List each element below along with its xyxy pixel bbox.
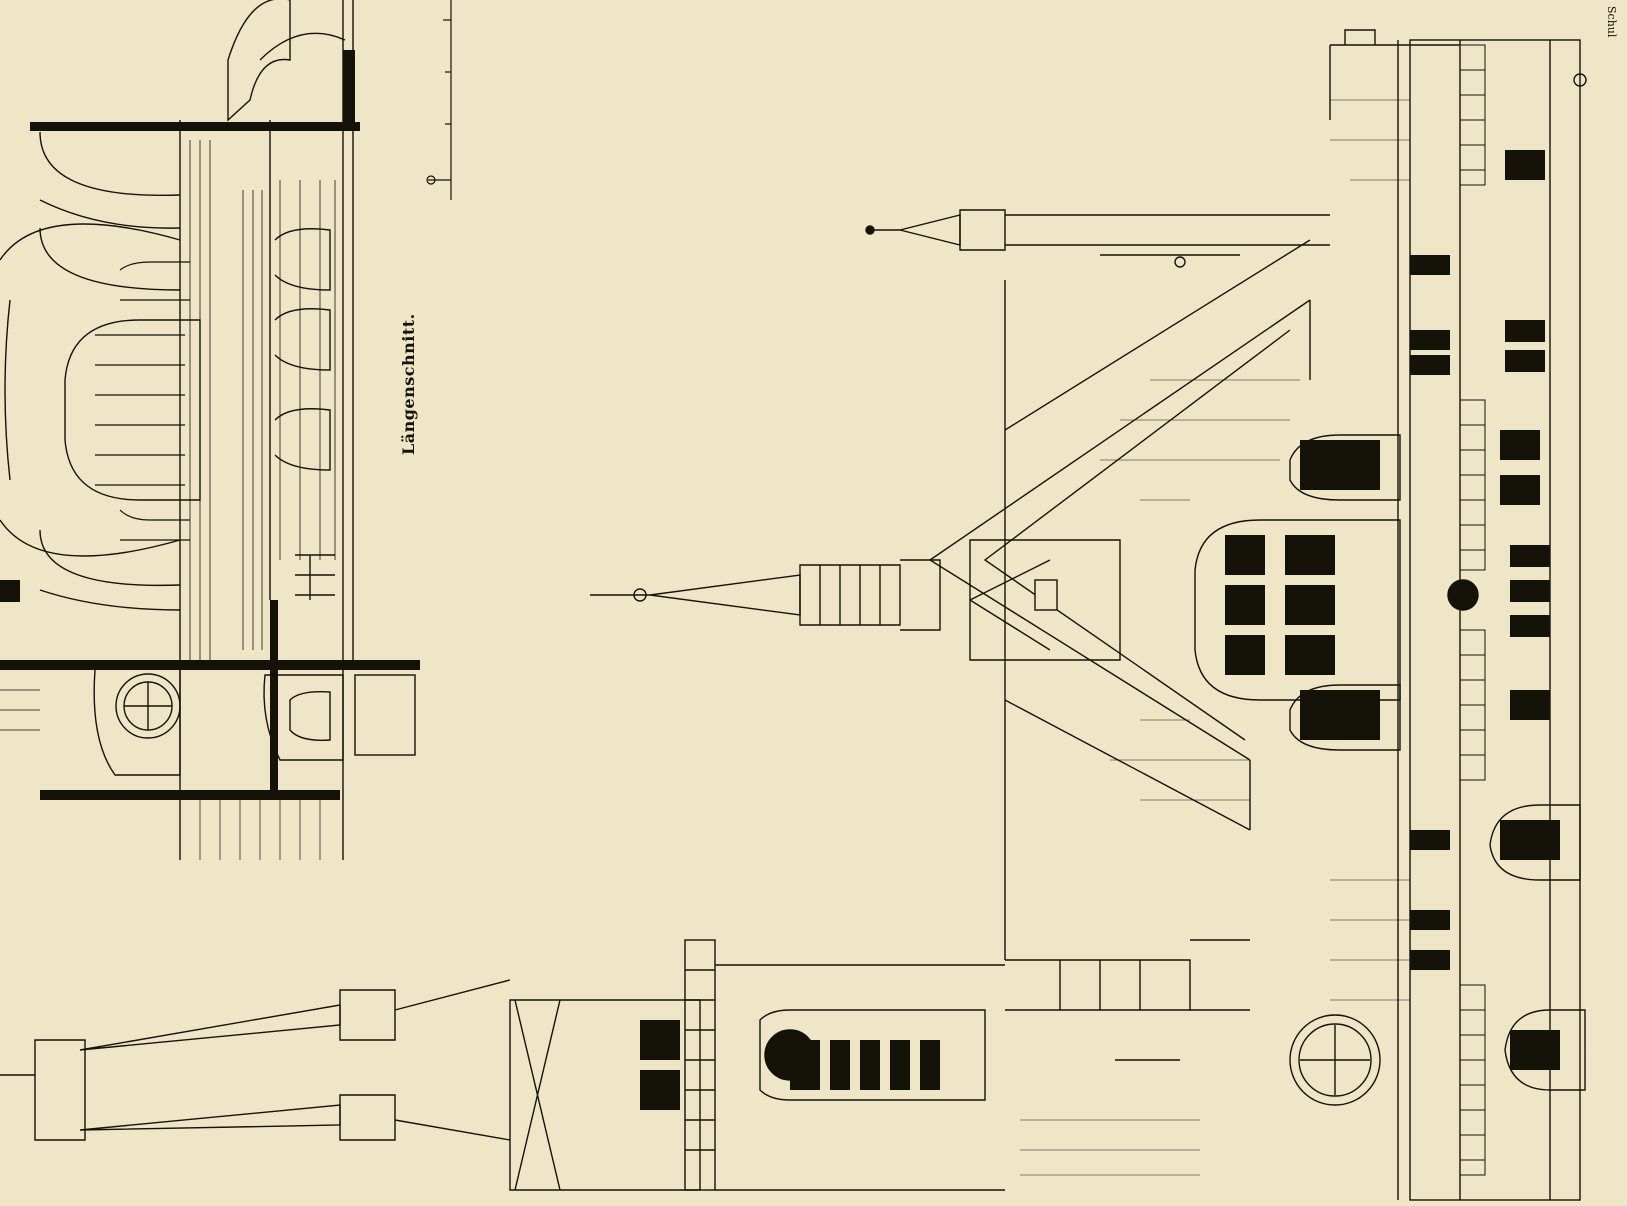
scale-bar <box>426 0 452 200</box>
facade-elevation <box>0 29 1587 1201</box>
section-label: Längenschnitt. <box>399 313 418 455</box>
longitudinal-section <box>0 0 420 860</box>
signature-fragment: Schul <box>1605 6 1618 38</box>
